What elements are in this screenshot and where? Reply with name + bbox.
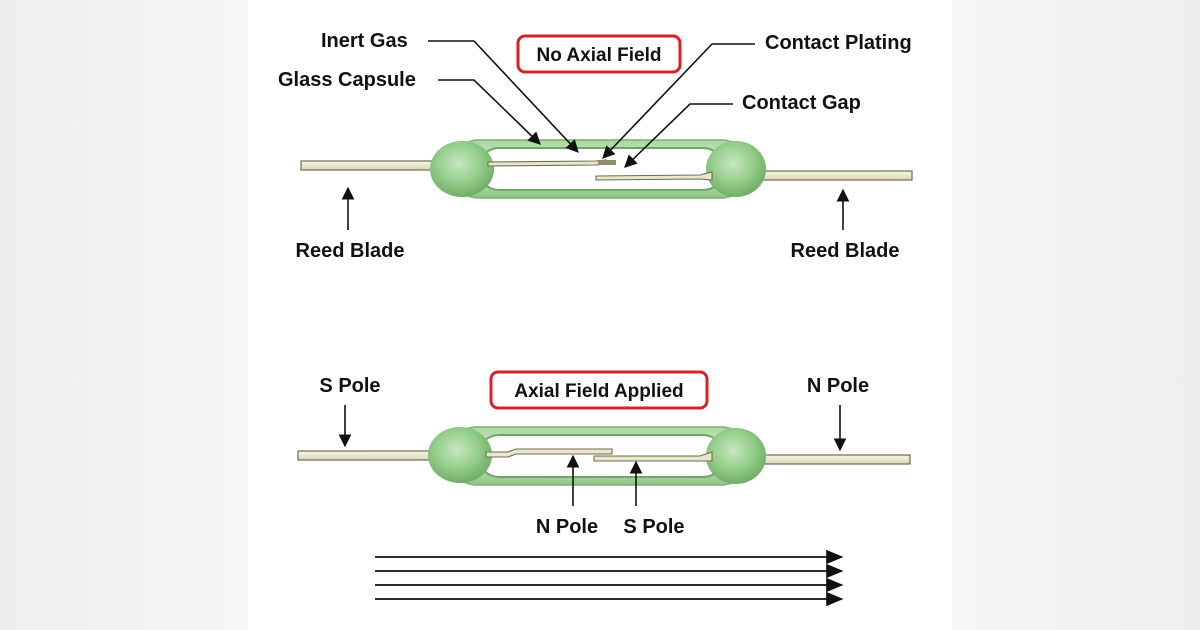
state-box-no-field: No Axial Field xyxy=(516,34,682,74)
label-contact-gap: Contact Gap xyxy=(742,92,861,114)
top-reed-switch xyxy=(300,139,913,199)
left-lead-bottom xyxy=(297,450,449,461)
leader-contact-plating xyxy=(602,43,755,159)
axial-field-lines xyxy=(375,549,844,607)
left-lead-top xyxy=(300,160,452,171)
state-label-bottom: Axial Field Applied xyxy=(514,381,683,402)
left-margin xyxy=(0,0,248,630)
contact-plating-left-top xyxy=(598,160,616,165)
inner-reed-right-top xyxy=(595,171,713,181)
diagram-panel xyxy=(248,0,954,630)
inner-reed-right-bottom xyxy=(593,451,713,462)
label-glass-capsule: Glass Capsule xyxy=(278,69,416,91)
bottom-reed-switch xyxy=(297,426,911,486)
right-lead-bottom xyxy=(744,454,911,465)
leader-glass-capsule xyxy=(438,79,541,145)
label-reed-blade-left: Reed Blade xyxy=(296,240,405,262)
right-lead-top xyxy=(744,170,913,181)
label-n-pole-right: N Pole xyxy=(807,375,869,397)
label-s-pole-left: S Pole xyxy=(319,375,380,397)
glass-bulb-right-bottom xyxy=(706,428,766,484)
label-inert-gas: Inert Gas xyxy=(321,30,408,52)
label-contact-plating: Contact Plating xyxy=(765,32,912,54)
leader-inert-gas xyxy=(428,40,579,153)
glass-bulb-left-top xyxy=(430,141,494,197)
state-label-top: No Axial Field xyxy=(537,45,662,66)
leader-contact-gap xyxy=(624,103,733,168)
inner-reed-left-bottom xyxy=(485,448,613,458)
glass-bulb-right-top xyxy=(706,141,766,197)
right-margin xyxy=(952,0,1200,630)
label-reed-blade-right: Reed Blade xyxy=(791,240,900,262)
label-s-pole-center: S Pole xyxy=(623,516,684,538)
label-n-pole-center: N Pole xyxy=(536,516,598,538)
state-box-field-applied: Axial Field Applied xyxy=(489,370,709,410)
glass-bulb-left-bottom xyxy=(428,427,492,483)
